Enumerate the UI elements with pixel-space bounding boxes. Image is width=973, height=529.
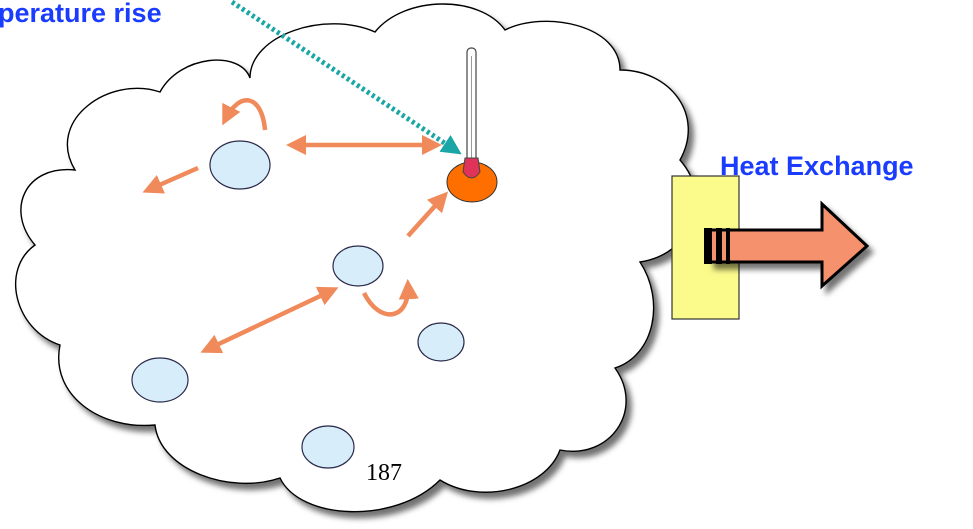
curved-arrow: [222, 98, 268, 131]
molecule: [209, 140, 271, 190]
dotted-arrow: [230, 0, 462, 155]
curved-arrow: [361, 278, 419, 317]
temperature-rise-label: perature rise: [0, 0, 162, 28]
molecule: [131, 357, 189, 403]
molecule: [301, 425, 355, 469]
motion-arrows: [142, 98, 449, 354]
molecule: [332, 245, 384, 287]
molecule: [417, 322, 465, 362]
arrow: [406, 191, 449, 238]
outflow-arrow-icon: [704, 200, 870, 290]
heat-exchange-label: Heat Exchange: [720, 151, 914, 181]
thermometer-icon: [462, 47, 481, 179]
page-number: 187: [366, 460, 402, 486]
double-arrow: [200, 286, 339, 354]
arrow: [142, 165, 199, 194]
